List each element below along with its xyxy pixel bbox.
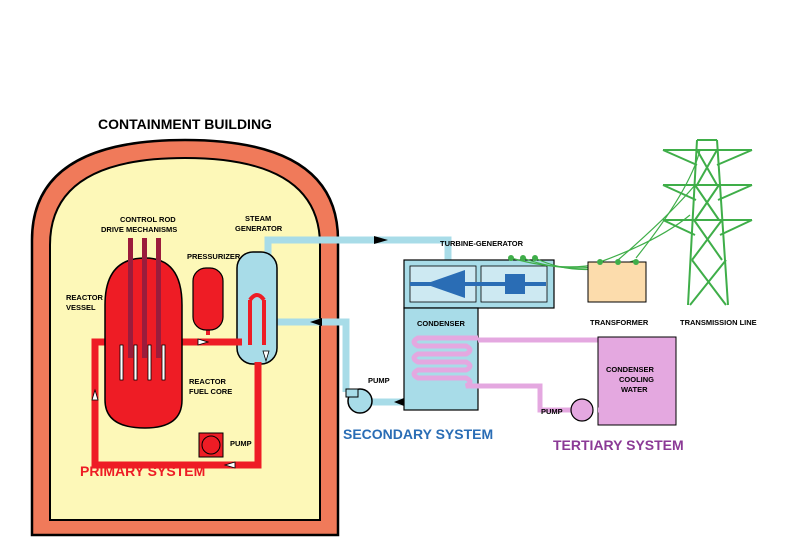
tertiary-pump-label: PUMP — [541, 407, 563, 416]
containment-label: CONTAINMENT BUILDING — [98, 116, 272, 132]
transformer — [587, 259, 647, 303]
steam-generator — [236, 251, 278, 365]
turbine-generator-label: TURBINE-GENERATOR — [440, 239, 524, 248]
cold-leg — [91, 338, 262, 469]
reactor-vessel-label-2: VESSEL — [66, 303, 96, 312]
secondary-pump-label: PUMP — [368, 376, 390, 385]
containment-building — [30, 138, 340, 537]
primary-pump-label: PUMP — [230, 439, 252, 448]
steam-generator-label-1: STEAM — [245, 214, 271, 223]
pressurizer — [192, 267, 224, 331]
steam-flow-arrow — [374, 236, 388, 244]
reactor-core-label-2: FUEL CORE — [189, 387, 232, 396]
control-rod-2 — [142, 238, 147, 358]
secondary-pump — [345, 388, 373, 414]
reactor-vessel-label-1: REACTOR — [66, 293, 104, 302]
condensate-flow-arrow — [394, 398, 404, 406]
hot-leg-arrow — [197, 338, 210, 346]
tertiary-pump — [570, 398, 594, 422]
transmission-tower — [662, 139, 753, 306]
pressurizer-label: PRESSURIZER — [187, 252, 241, 261]
condenser — [403, 307, 479, 411]
steam-generator-label-2: GENERATOR — [235, 224, 283, 233]
control-rod-1 — [128, 238, 133, 358]
turbine-generator — [403, 255, 555, 309]
reactor-vessel — [104, 238, 183, 429]
condenser-label: CONDENSER — [417, 319, 466, 328]
feedwater-line — [273, 318, 350, 392]
tertiary-loop — [478, 336, 677, 426]
generator-core — [505, 274, 525, 294]
primary-system-label: PRIMARY SYSTEM — [80, 463, 205, 479]
feedwater-flow-arrow — [310, 318, 322, 326]
power-lines — [510, 149, 701, 271]
cooling-water-label-2: COOLING — [619, 375, 654, 384]
transformer-label: TRANSFORMER — [590, 318, 649, 327]
riser-arrow — [91, 388, 99, 401]
primary-pump — [198, 432, 224, 458]
sg-down-arrow — [262, 350, 270, 363]
control-rod-3 — [156, 238, 161, 358]
reactor-core-label-1: REACTOR — [189, 377, 227, 386]
condenser-coil — [411, 335, 478, 389]
secondary-system-label: SECONDARY SYSTEM — [343, 426, 493, 442]
cooling-water-label-3: WATER — [621, 385, 648, 394]
control-rod-label-1: CONTROL ROD — [120, 215, 176, 224]
control-rod-label-2: DRIVE MECHANISMS — [101, 225, 177, 234]
transmission-line-label: TRANSMISSION LINE — [680, 318, 757, 327]
fuel-core — [119, 344, 166, 381]
cooling-water-basin — [597, 336, 677, 426]
steam-line — [264, 236, 452, 264]
cold-leg-arrow — [223, 461, 236, 469]
tertiary-system-label: TERTIARY SYSTEM — [553, 437, 684, 453]
cooling-water-label-1: CONDENSER — [606, 365, 655, 374]
